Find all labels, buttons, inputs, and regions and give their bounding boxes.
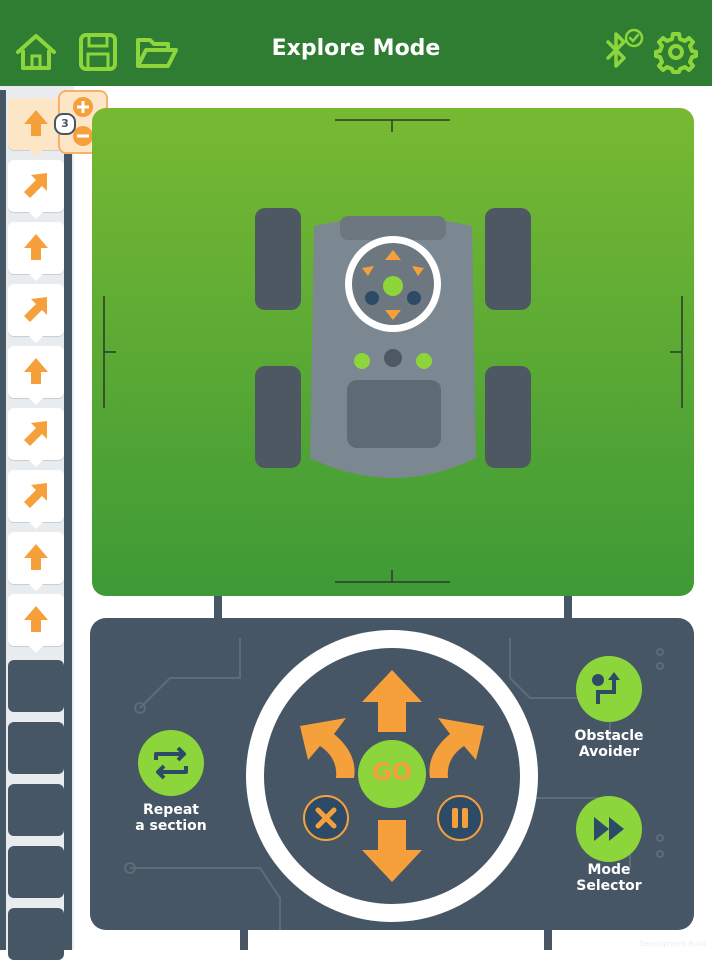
pause-button[interactable] — [437, 795, 483, 841]
empty-program-slot[interactable] — [8, 846, 64, 898]
folder-open-icon[interactable] — [134, 30, 178, 74]
repeat-label-line2: a section — [135, 818, 207, 834]
arrow-up-right-icon — [24, 173, 47, 198]
arrow-forward-left-button[interactable] — [300, 718, 355, 778]
home-icon[interactable] — [14, 30, 58, 74]
connector — [564, 596, 572, 618]
repeat-count-badge: 3 — [54, 113, 76, 135]
arrow-forward-button[interactable] — [362, 670, 422, 732]
save-icon[interactable] — [76, 30, 120, 74]
strip-rail-left — [0, 90, 6, 950]
fast-forward-icon — [594, 817, 624, 841]
program-block-forward-right[interactable] — [8, 470, 64, 529]
mode-label-line1: Mode — [587, 862, 631, 878]
arrow-up-right-icon — [24, 483, 47, 508]
connector — [240, 930, 248, 950]
arrow-up-right-icon — [24, 421, 47, 446]
obstacle-label-line1: Obstacle — [574, 728, 644, 744]
empty-program-slot[interactable] — [8, 660, 64, 712]
empty-program-slot[interactable] — [8, 784, 64, 836]
go-button[interactable] — [358, 740, 426, 808]
arrow-back-button[interactable] — [362, 820, 422, 882]
program-block-forward-right[interactable] — [8, 408, 64, 467]
robot-field — [92, 108, 694, 596]
empty-program-slot[interactable] — [8, 722, 64, 774]
arrow-up-icon — [24, 234, 48, 260]
obstacle-avoider-button[interactable] — [576, 656, 642, 722]
repeat-section-button[interactable] — [138, 730, 204, 796]
go-label: GO — [371, 758, 413, 786]
repeat-label-line1: Repeat — [143, 802, 199, 818]
arrow-up-icon — [24, 606, 48, 632]
obstacle-avoider-label: Obstacle Avoider — [558, 728, 660, 760]
program-block-forward-right[interactable] — [8, 284, 64, 343]
program-block-forward[interactable] — [8, 222, 64, 281]
top-bar: Explore Mode — [0, 0, 712, 86]
repeat-icon — [154, 746, 188, 780]
build-label: Development Build — [639, 940, 706, 948]
arrow-up-icon — [24, 544, 48, 570]
connector — [544, 930, 552, 950]
field-graphics — [103, 119, 683, 583]
program-block-forward[interactable] — [8, 594, 64, 653]
connector — [214, 596, 222, 618]
arrow-up-icon — [24, 358, 48, 384]
program-block-forward-right[interactable] — [8, 160, 64, 219]
obstacle-avoider-icon — [592, 672, 620, 704]
bluetooth-connected-icon[interactable] — [600, 28, 644, 72]
mode-selector-label: Mode Selector — [558, 862, 660, 894]
drive-dial — [246, 630, 538, 922]
mode-selector-button[interactable] — [576, 796, 642, 862]
page-title: Explore Mode — [271, 36, 441, 61]
arrow-up-right-icon — [24, 297, 47, 322]
gear-icon[interactable] — [654, 30, 698, 74]
repeat-section-label: Repeat a section — [120, 802, 222, 834]
arrow-forward-right-button[interactable] — [429, 718, 484, 778]
stop-button[interactable] — [303, 795, 349, 841]
empty-program-slot[interactable] — [8, 908, 64, 960]
obstacle-label-line2: Avoider — [578, 744, 640, 760]
arrow-up-icon — [24, 110, 48, 136]
strip-rail-right — [64, 90, 72, 950]
program-block-forward[interactable] — [8, 532, 64, 591]
robot-illustration — [255, 208, 531, 478]
mode-label-line2: Selector — [576, 878, 642, 894]
program-block-forward[interactable] — [8, 346, 64, 405]
